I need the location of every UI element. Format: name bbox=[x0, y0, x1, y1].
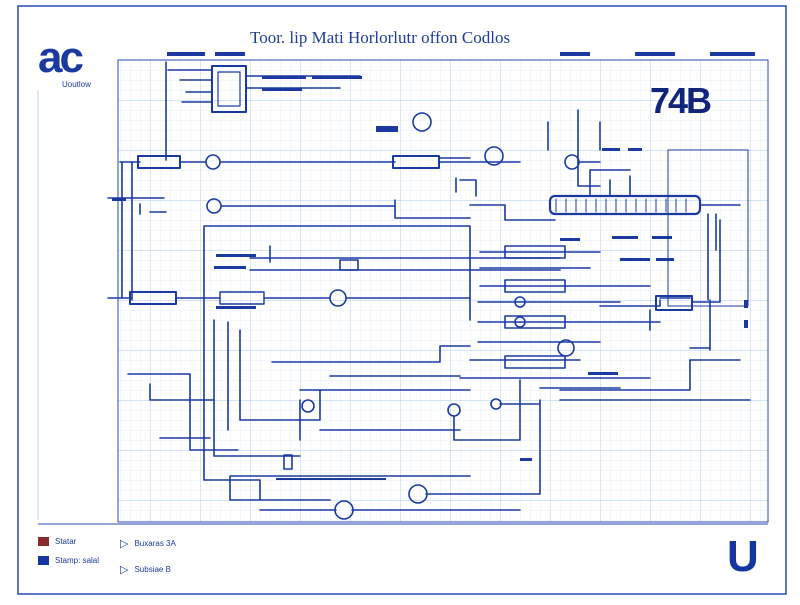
component-left-2 bbox=[129, 291, 177, 305]
legend-item: ▷ Buxaras 3A bbox=[120, 537, 176, 550]
legend-label: Statar bbox=[55, 537, 77, 546]
valve-block-center bbox=[339, 259, 359, 271]
badge-label: 74B bbox=[650, 80, 712, 121]
component-mid-1 bbox=[392, 155, 440, 169]
legend-swatch bbox=[38, 537, 49, 546]
legend-item: Stamp: salal bbox=[38, 556, 99, 565]
diagram-title: Toor. lip Mati Horlorlutr offon Codlos bbox=[250, 28, 511, 47]
component-left-1 bbox=[137, 155, 181, 169]
legend-label: Stamp: salal bbox=[55, 556, 100, 565]
legend-swatch bbox=[38, 556, 49, 565]
connector-block-top bbox=[211, 65, 247, 113]
header-ticks bbox=[167, 52, 755, 56]
legend-label: Subsiae B bbox=[134, 565, 171, 574]
legend-label: Buxaras 3A bbox=[134, 539, 176, 548]
gauge-circle bbox=[484, 146, 504, 166]
wire bbox=[167, 69, 213, 103]
brand-logo: ac bbox=[38, 33, 84, 82]
legend-item: Statar bbox=[38, 537, 76, 546]
node-circle bbox=[564, 154, 580, 170]
valve-cluster bbox=[459, 245, 691, 379]
brand-logo-subtext: Uoutlow bbox=[62, 80, 91, 89]
corner-mark: U bbox=[727, 532, 759, 581]
outer-frame bbox=[17, 5, 787, 595]
legend-item: ▷ Subsiae B bbox=[120, 563, 171, 576]
grid-area bbox=[117, 59, 769, 523]
play-icon: ▷ bbox=[120, 564, 129, 576]
right-panel-box bbox=[667, 149, 749, 307]
node-circle bbox=[205, 154, 221, 170]
indicator-small bbox=[283, 454, 293, 470]
controller-block bbox=[655, 295, 693, 311]
wire bbox=[121, 161, 133, 301]
wire-labels bbox=[112, 76, 748, 480]
arrow-tag-icon: ▷ bbox=[120, 538, 129, 550]
gauge-circle bbox=[412, 112, 432, 132]
component-mid-2 bbox=[219, 291, 265, 305]
